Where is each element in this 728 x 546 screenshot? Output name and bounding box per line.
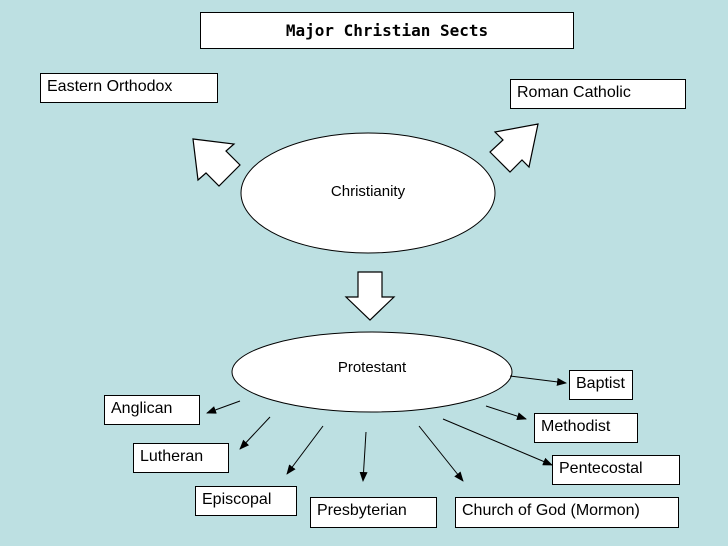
protestant-node xyxy=(231,331,513,413)
presbyterian-box: Presbyterian xyxy=(310,497,437,528)
arrow-mormon xyxy=(418,425,464,482)
arrow-pentecostal xyxy=(442,418,553,466)
methodist-box: Methodist xyxy=(534,413,638,443)
arrow-episcopal xyxy=(286,425,324,475)
pentecostal-box: Pentecostal xyxy=(552,455,680,485)
christianity-node xyxy=(240,132,496,254)
baptist-box: Baptist xyxy=(569,370,633,400)
lutheran-box: Lutheran xyxy=(133,443,229,473)
arrow-anglican xyxy=(206,400,241,414)
arrow-lutheran xyxy=(239,416,271,450)
arrow-methodist xyxy=(485,405,527,421)
mormon-box: Church of God (Mormon) xyxy=(455,497,679,528)
roman-catholic-box: Roman Catholic xyxy=(510,79,686,109)
arrow-baptist xyxy=(509,375,567,386)
eastern-orthodox-box: Eastern Orthodox xyxy=(40,73,218,103)
arrow-to-eastern-orthodox xyxy=(192,138,241,187)
anglican-box: Anglican xyxy=(104,395,200,425)
arrow-to-protestant xyxy=(344,271,396,321)
protestant-label: Protestant xyxy=(337,359,407,376)
diagram-title: Major Christian Sects xyxy=(200,12,574,49)
arrow-presbyterian xyxy=(359,431,368,482)
arrow-to-roman-catholic xyxy=(489,123,539,173)
christianity-label: Christianity xyxy=(330,183,406,200)
episcopal-box: Episcopal xyxy=(195,486,297,516)
